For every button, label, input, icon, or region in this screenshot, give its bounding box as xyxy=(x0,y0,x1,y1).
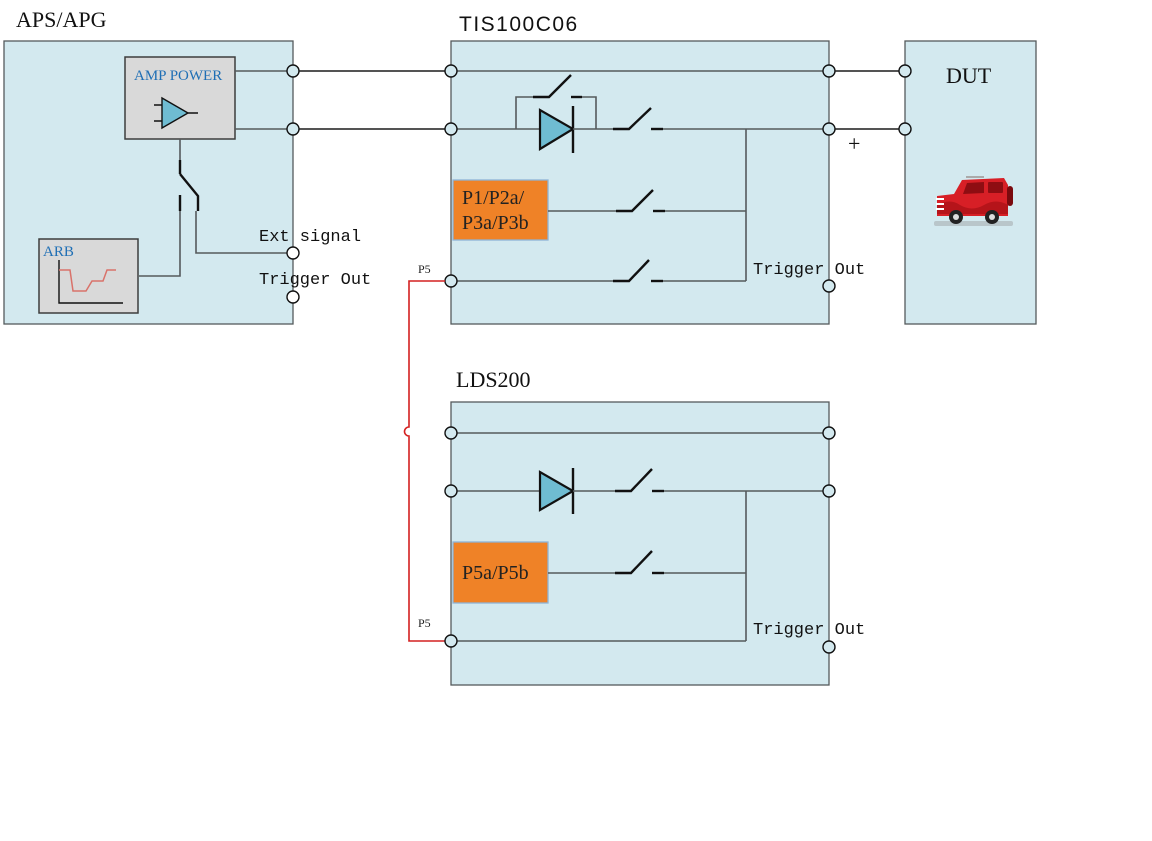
lds-control-box xyxy=(452,541,549,604)
aps-apg-title: APS/APG xyxy=(16,7,107,32)
amp-power-module: AMP POWER xyxy=(124,56,236,140)
tis-trigger-out-label: Trigger Out xyxy=(753,261,865,280)
amplifier-icon xyxy=(154,96,198,130)
arb-box xyxy=(38,238,139,314)
dut-title: DUT xyxy=(946,63,992,88)
lds-control-switch xyxy=(615,550,664,575)
tis-main-switch xyxy=(613,107,663,131)
lds-p5-label: P5 xyxy=(418,616,431,630)
dut-terminal-2[interactable] xyxy=(898,122,912,136)
tis-control-label-2: P3a/P3b xyxy=(462,212,529,234)
lds-output-terminal-2[interactable] xyxy=(822,484,836,498)
amp-power-box xyxy=(124,56,236,140)
lds-main-switch xyxy=(615,468,664,493)
tis-control-box xyxy=(452,179,549,241)
tis-output-terminal-2[interactable] xyxy=(822,122,836,136)
aps-apg-block: APS/APG AMP POWER xyxy=(3,7,371,325)
arb-label: ARB xyxy=(43,244,74,260)
lds-input-terminal-2[interactable] xyxy=(444,484,458,498)
plus-sign: + xyxy=(848,131,860,156)
lds-input-terminal-1[interactable] xyxy=(444,426,458,440)
tis-title: TIS100C06 xyxy=(459,13,579,36)
amp-power-label: AMP POWER xyxy=(134,68,222,84)
bypass-wire-left xyxy=(515,96,533,129)
lds-trigger-out-terminal[interactable] xyxy=(822,640,836,654)
lds-control-label: P5a/P5b xyxy=(462,562,529,584)
tis-block: TIS100C06 P1/P2a/ P3a/P3b xyxy=(418,13,865,325)
aps-trigger-out-terminal[interactable] xyxy=(286,290,300,304)
tis-p5-switch xyxy=(613,259,663,283)
ext-signal-terminal[interactable] xyxy=(286,246,300,260)
dut-terminal-1[interactable] xyxy=(898,64,912,78)
p5-sync-wire xyxy=(403,280,445,642)
tis-control-switch xyxy=(616,189,665,213)
aps-trigger-out-label: Trigger Out xyxy=(259,271,371,290)
car-icon xyxy=(934,176,1013,226)
tis-p5-terminal[interactable] xyxy=(444,274,458,288)
aps-output-terminal-1[interactable] xyxy=(286,64,300,78)
tis-control-label-1: P1/P2a/ xyxy=(462,187,525,209)
lds-output-terminal-1[interactable] xyxy=(822,426,836,440)
aps-output-terminal-2[interactable] xyxy=(286,122,300,136)
tis-trigger-out-terminal[interactable] xyxy=(822,279,836,293)
bypass-switch xyxy=(533,74,582,99)
tis-input-terminal-2[interactable] xyxy=(444,122,458,136)
lds-trigger-out-label: Trigger Out xyxy=(753,621,865,640)
arb-module: ARB xyxy=(38,238,139,314)
lds-title: LDS200 xyxy=(456,367,531,392)
source-selector-switch xyxy=(139,139,287,277)
tis-output-terminal-1[interactable] xyxy=(822,64,836,78)
ext-signal-label: Ext signal xyxy=(259,228,361,247)
tis-input-terminal-1[interactable] xyxy=(444,64,458,78)
waveform-icon xyxy=(58,260,123,304)
tis-p5-label: P5 xyxy=(418,262,431,276)
dut-block: DUT xyxy=(898,40,1037,325)
lds-block: LDS200 P5a/P5b P5 Trigger Out xyxy=(418,367,865,686)
lds-p5-terminal[interactable] xyxy=(444,634,458,648)
